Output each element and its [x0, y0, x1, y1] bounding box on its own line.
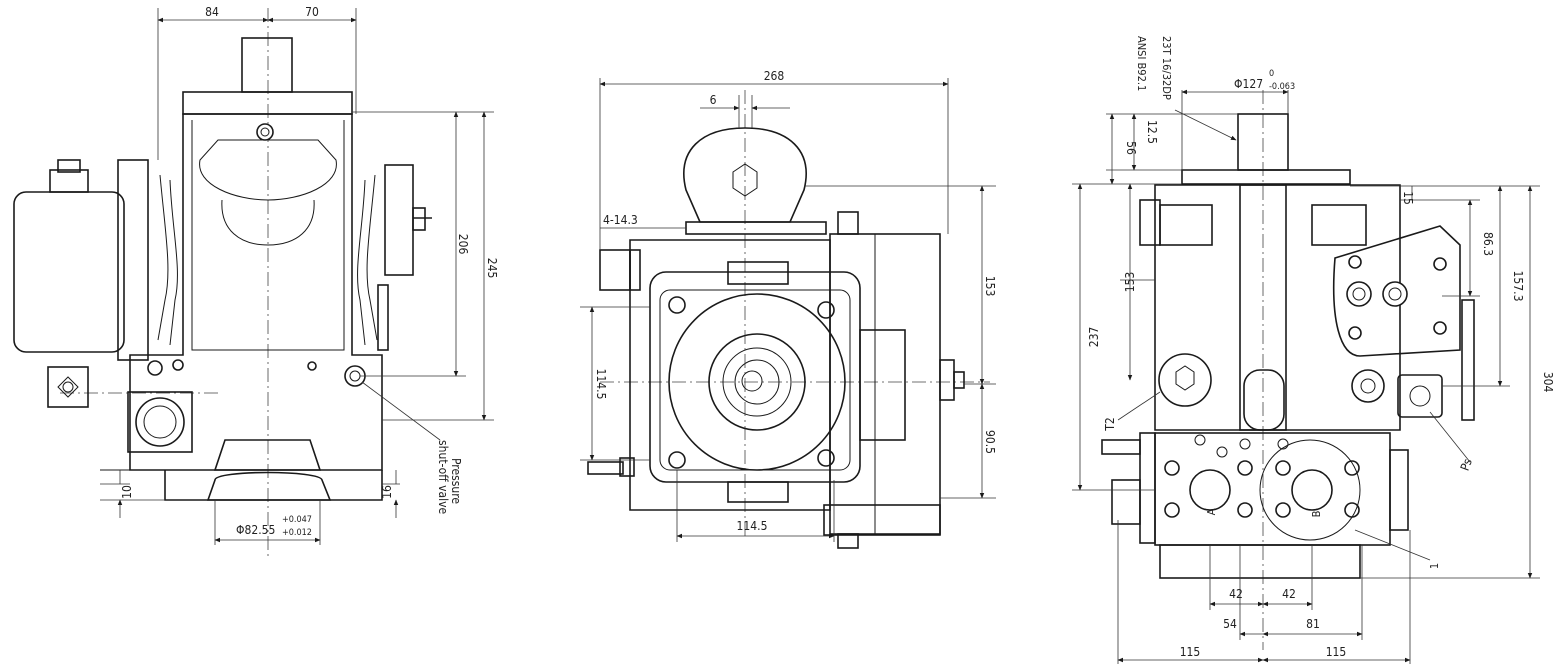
dim-holes: 4-14.3 [603, 213, 638, 227]
spline-standard: ANSI B92.1 [1135, 36, 1148, 91]
dim-153-right: 153 [1123, 272, 1137, 293]
dim-114-5-bottom: 114.5 [737, 519, 768, 533]
dim-42-left: 42 [1229, 587, 1243, 601]
dim-10: 10 [120, 485, 134, 499]
dim-12-5: 12.5 [1145, 120, 1159, 144]
center-front-view [580, 78, 996, 549]
port-ps: Ps [1458, 456, 1475, 472]
pilot-diameter: Φ82.55 [236, 523, 275, 537]
callout-pressure: Pressure [449, 458, 463, 504]
dim-268: 268 [764, 69, 785, 83]
port-1: 1 [1428, 563, 1441, 569]
dim-56: 56 [1124, 141, 1138, 155]
dim-16: 16 [380, 485, 394, 499]
left-view-dimension-labels: 84 70 206 245 10 16 Φ82.55 +0.047 +0.012… [120, 5, 499, 538]
dim-304: 304 [1541, 372, 1554, 393]
dim-245: 245 [485, 258, 499, 279]
dim-90-5: 90.5 [983, 430, 997, 454]
callout-shutoff-valve: shut-off valve [436, 440, 450, 515]
left-side-view [13, 8, 494, 560]
dim-54: 54 [1223, 617, 1237, 631]
port-t2: T2 [1103, 417, 1117, 431]
right-side-view [1072, 89, 1540, 664]
port-b: B [1310, 510, 1323, 517]
dim-86-3: 86.3 [1481, 232, 1495, 256]
dim-70: 70 [305, 5, 319, 19]
shaft-diameter: Φ127 [1234, 77, 1263, 91]
port-a: A [1205, 508, 1218, 515]
dim-15: 15 [1401, 191, 1415, 205]
dim-157-3: 157.3 [1511, 271, 1525, 302]
dim-81: 81 [1306, 617, 1320, 631]
dim-6: 6 [710, 93, 717, 107]
right-view-dimension-labels: 23T 16/32DP ANSI B92.1 Φ127 0 -0.063 12.… [1087, 36, 1554, 659]
dim-84: 84 [205, 5, 219, 19]
spline-spec: 23T 16/32DP [1160, 36, 1173, 100]
dim-153: 153 [983, 276, 997, 297]
dim-42-right: 42 [1282, 587, 1296, 601]
dim-237: 237 [1087, 327, 1101, 348]
dim-114-5-vertical: 114.5 [594, 369, 608, 400]
shaft-tol-upper: 0 [1269, 69, 1274, 79]
pilot-tol-lower: +0.012 [282, 528, 312, 538]
center-view-dimension-labels: 268 6 4-14.3 153 114.5 90.5 114.5 [594, 69, 997, 533]
pilot-tol-upper: +0.047 [282, 515, 312, 525]
dim-115-right: 115 [1326, 645, 1347, 659]
dim-206: 206 [456, 234, 470, 255]
dim-115-left: 115 [1180, 645, 1201, 659]
shaft-tol-lower: -0.063 [1269, 82, 1295, 92]
